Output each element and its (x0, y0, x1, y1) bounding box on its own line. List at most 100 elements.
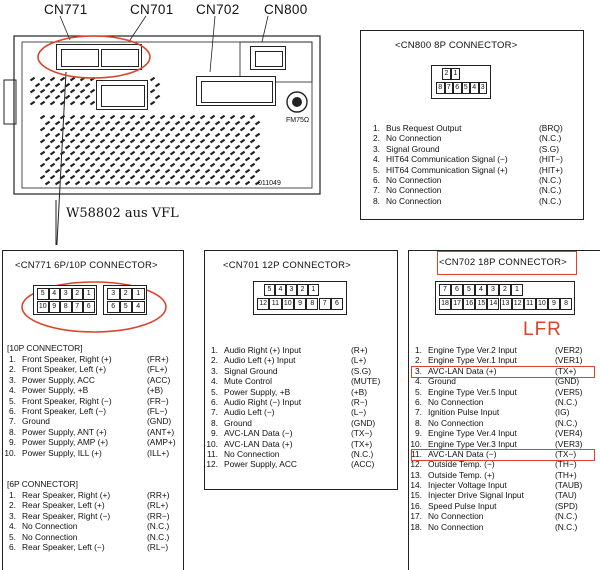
pin-signal-code: (TAUB) (555, 480, 583, 491)
cn771-diagram-highlight (21, 281, 167, 333)
unit-rear-panel: FM75Ω 011049 CN771 CN701 CN702 CN800 W58… (0, 0, 340, 245)
pin-description: No Connection (386, 174, 442, 185)
cn701-pin-list: 1.Audio Right (+) Input(R+)2.Audio Left … (205, 345, 395, 470)
pin-signal-code: (GND) (147, 416, 172, 427)
pin-signal-code: (S.G) (351, 365, 372, 376)
pin-signal-code: (ACC) (351, 459, 375, 470)
cn771-6p-heading: [6P CONNECTOR] (7, 479, 78, 489)
pin-number: 8. (9, 426, 16, 437)
pin-number: 10. (4, 447, 16, 458)
cn702-pin-list: 1.Engine Type Ver.2 Input(VER2)2.Engine … (409, 345, 597, 532)
pin-description: Engine Type Ver.1 Input (428, 355, 517, 366)
pin-row: 7.Audio Left (−)(L−) (205, 407, 395, 417)
pin-row: 9.AVC-LAN Data (−)(TX−) (205, 428, 395, 438)
cn771-panel-connector (56, 44, 142, 70)
pin-number: 8. (211, 417, 218, 428)
pin-signal-code: (TH+) (555, 469, 577, 480)
pin-description: Front Speaker, Right (+) (22, 354, 112, 364)
pin-row: 2.Rear Speaker, Left (+)(RL+) (3, 500, 181, 510)
pin-signal-code: (TX−) (555, 448, 577, 459)
pin-number: 4. (373, 154, 380, 165)
pin-number: 9. (415, 428, 422, 439)
pin-row: 11.AVC-LAN Data (−)(TX−) (409, 449, 597, 459)
pin-row: 12.Power Supply, ACC(ACC) (205, 459, 395, 469)
connector-pin: 4 (475, 284, 487, 296)
pin-signal-code: (L−) (351, 407, 367, 418)
connector-pin: 5 (119, 301, 132, 313)
connector-pin: 2 (499, 284, 511, 296)
pin-number: 8. (373, 195, 380, 206)
pin-description: Injecter Voltage Input (428, 480, 507, 491)
pin-signal-code: (RR−) (147, 510, 170, 521)
pin-signal-code: (S.G) (539, 143, 560, 154)
serial-label: 011049 (258, 180, 281, 187)
pin-number: 6. (415, 396, 422, 407)
pin-description: AVC-LAN Data (−) (428, 448, 497, 459)
pin-signal-code: (TAU) (555, 490, 577, 501)
pin-row: 7.Ignition Pulse Input(IG) (409, 407, 597, 417)
pin-description: No Connection (428, 511, 484, 522)
pin-number: 4. (211, 376, 218, 387)
pin-description: Power Supply, AMP (+) (22, 437, 109, 448)
pin-number: 10. (206, 438, 218, 449)
connector-pin: 8 (60, 301, 72, 313)
label-cn771: CN771 (44, 2, 88, 17)
pin-description: Rear Speaker, Right (+) (22, 490, 111, 500)
pin-number: 4. (9, 385, 16, 396)
connector-pin: 5 (461, 82, 470, 94)
pin-row: 4.HIT64 Communication Signal (−)(HIT−) (367, 154, 577, 164)
pin-description: Power Supply, +B (22, 385, 89, 396)
pin-row: 13.Outside Temp. (+)(TH+) (409, 470, 597, 480)
pin-number: 6. (9, 405, 16, 416)
pin-description: No Connection (224, 448, 280, 459)
connector-pin: 15 (475, 298, 488, 310)
pin-signal-code: (TX−) (351, 428, 373, 439)
connector-pin: 13 (499, 298, 512, 310)
pin-signal-code: (VER1) (555, 355, 583, 366)
pin-signal-code: (MUTE) (351, 376, 381, 387)
pin-number: 5. (415, 386, 422, 397)
pin-description: No Connection (428, 396, 484, 407)
connector-pin: 7 (318, 298, 331, 310)
pin-description: Signal Ground (386, 143, 440, 154)
pin-number: 7. (9, 416, 16, 427)
pin-number: 7. (211, 407, 218, 418)
cn771-6p-pin-list: 1. Rear Speaker, Right (+) (RR+)2.Rear Spe… (3, 490, 181, 552)
pin-row: 8.Power Supply, ANT (+)(ANT+) (3, 427, 181, 437)
connector-pin: 1 (511, 284, 523, 296)
pin-number: 3. (9, 374, 16, 385)
pin-description: HIT64 Communication Signal (−) (386, 154, 508, 165)
pin-signal-code: (RR+) (147, 490, 170, 500)
cn701-panel-connector (96, 80, 148, 110)
pin-row: 3.Signal Ground(S.G) (367, 144, 577, 154)
connector-pin: 4 (132, 301, 145, 313)
pin-number: 1. (373, 123, 380, 133)
connector-pin: 9 (547, 298, 560, 310)
connector-pin: 5 (264, 284, 275, 296)
pin-number: 5. (373, 164, 380, 175)
pin-number: 3. (415, 365, 422, 376)
pin-description: AVC-LAN Data (−) (224, 428, 293, 439)
connector-pin: 14 (487, 298, 500, 310)
pin-description: Engine Type Ver.3 Input (428, 438, 517, 449)
connector-pin: 6 (83, 301, 95, 313)
pin-row: 4.Power Supply, +B(+B) (3, 385, 181, 395)
pin-row: 14.Injecter Voltage Input(TAUB) (409, 480, 597, 490)
pin-description: No Connection (386, 195, 442, 206)
pin-description: Power Supply, ACC (22, 374, 95, 385)
pin-number: 1. (9, 490, 16, 500)
connector-pin: 16 (463, 298, 476, 310)
pin-description: Signal Ground (224, 365, 278, 376)
connector-pin: 2 (119, 288, 132, 300)
pin-row: 5.No Connection(N.C.) (3, 532, 181, 542)
pin-number: 12. (410, 459, 422, 470)
pin-signal-code: (TX+) (351, 438, 373, 449)
cn702-panel-connector (196, 76, 276, 106)
pin-number: 6. (9, 541, 16, 552)
pin-signal-code: (+B) (351, 386, 368, 397)
pin-signal-code: (GND) (351, 417, 376, 428)
pin-signal-code: (R+) (351, 345, 368, 355)
